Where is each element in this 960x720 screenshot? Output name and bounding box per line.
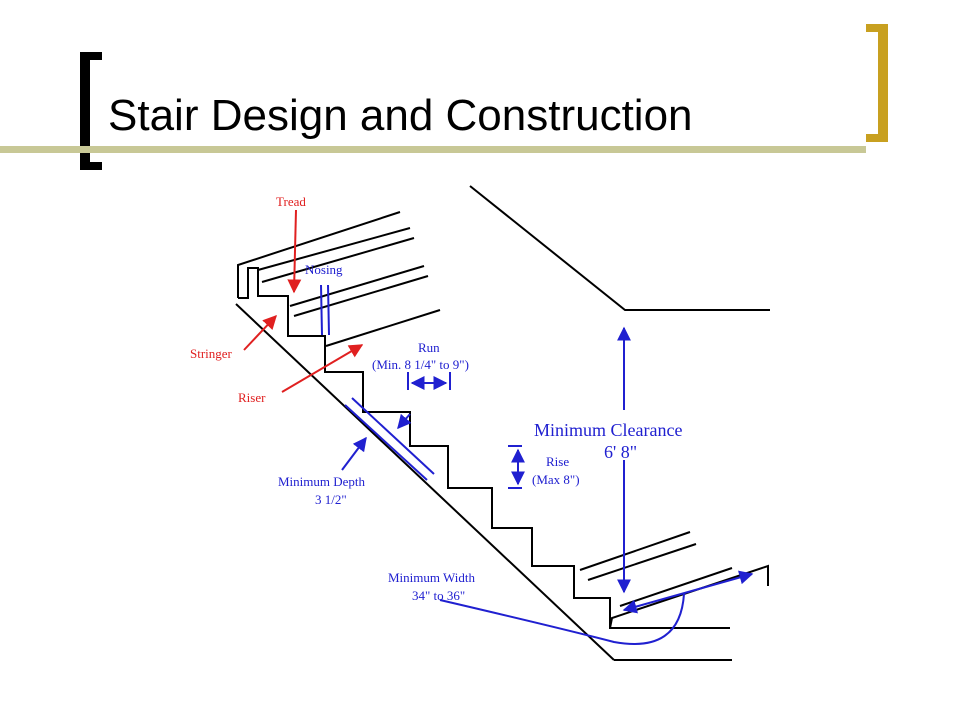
red-annotations — [243, 209, 364, 393]
title-underline — [0, 146, 866, 153]
left-bracket-decoration — [80, 52, 102, 170]
label-run-title: Run — [418, 340, 440, 355]
slide-title: Stair Design and Construction — [108, 91, 693, 140]
right-bracket-decoration — [866, 24, 888, 142]
label-tread: Tread — [276, 194, 306, 209]
label-min-width-title: Minimum Width — [388, 570, 475, 585]
stringer-line — [235, 303, 615, 661]
nosing-bar-right — [327, 284, 330, 336]
label-min-clearance-value: 6' 8" — [604, 442, 637, 462]
min-depth-band — [351, 397, 435, 475]
width-leader — [439, 593, 685, 645]
label-nosing: Nosing — [305, 262, 343, 277]
label-min-clearance-title: Minimum Clearance — [534, 420, 682, 440]
nosing-bar-left — [320, 284, 323, 336]
label-rise-title: Rise — [546, 454, 569, 469]
stringer-arrow — [243, 314, 277, 351]
width-arrow — [622, 570, 754, 614]
label-min-depth-value: 3 1/2" — [315, 492, 347, 507]
label-run-range: (Min. 8 1/4" to 9") — [372, 357, 469, 372]
step-profile — [238, 267, 730, 629]
label-min-width-value: 34" to 36" — [412, 588, 465, 603]
min-depth-band-2 — [344, 404, 428, 481]
label-riser: Riser — [238, 390, 266, 405]
tread-arrow — [287, 209, 302, 294]
riser-arrow — [281, 344, 364, 393]
label-stringer: Stringer — [190, 346, 233, 361]
min-depth-small-arrow — [397, 413, 412, 430]
label-rise-value: (Max 8") — [532, 472, 580, 487]
stair-outline — [235, 185, 770, 661]
blue-annotations — [320, 284, 754, 645]
ceiling-line — [469, 185, 770, 311]
min-depth-arrow — [341, 436, 367, 471]
diagram-labels: Tread Nosing Stringer Riser Run (Min. 8 … — [190, 194, 682, 603]
label-min-depth-title: Minimum Depth — [278, 474, 366, 489]
top-landing — [237, 211, 401, 298]
